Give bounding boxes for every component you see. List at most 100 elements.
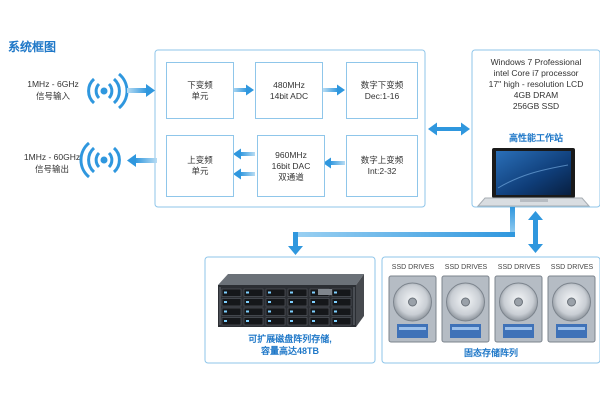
disk-bay-led [334,301,337,303]
arrow-duc-to-dac [323,157,345,169]
disk-bay [331,307,352,316]
disk-bay-led [224,301,227,303]
arrow-upconv-to-output [127,154,157,167]
arrow-input-to-downconv [127,84,155,97]
disk-bay [287,288,308,297]
storage-label-line1: 可扩展磁盘阵列存储, [248,334,332,344]
dac-block: 960MHz 16bit DAC 双通道 [257,135,325,197]
wireless-output-icon [79,141,121,179]
downconverter-block: 下变频 单元 [166,62,234,119]
ssd-drive-label-1: SSD DRIVES [391,264,435,271]
duc-line1: 数字上变频 [360,155,404,165]
disk-bay [221,307,242,316]
ws-spec-cpu: intel Core i7 processor [493,68,579,78]
dac-line3: 双通道 [278,171,304,182]
ssd-drive-icon [494,275,543,343]
disk-array-icon [218,274,364,327]
disk-bay [243,298,264,307]
ssd-drive-icon [547,275,596,343]
disk-bay [309,317,330,326]
disk-bay [265,307,286,316]
ssd-drives-group [388,275,596,343]
disk-bay [331,298,352,307]
arrow-downconv-to-adc [232,84,254,96]
ws-spec-lcd: 17" high - resolution LCD [488,79,584,89]
duc-block: 数字上变频 Int:2-32 [346,135,418,197]
disk-bay-led [268,310,271,313]
arrow-panel-workstation [428,122,470,136]
arrow-adc-to-ddc [323,84,345,96]
disk-bay-led [312,310,315,313]
ssd-drive-label-2: SSD DRIVES [444,264,488,271]
downconv-line1: 下变频 [187,79,213,90]
ws-spec-ssd: 256GB SSD [512,101,560,111]
dac-line2: 16bit DAC [271,160,311,171]
input-desc: 信号输入 [35,91,70,101]
dac-line1: 960MHz [275,149,307,160]
ws-spec-os: Windows 7 Professional [490,57,582,67]
ssd-drive-label-4: SSD DRIVES [550,264,594,271]
disk-bay-led [290,301,293,303]
upconv-line2: 单元 [191,166,209,176]
disk-bay-led [290,291,293,294]
disk-bay [265,298,286,307]
input-label: 1MHz - 6GHz 信号输入 [18,78,88,102]
disk-bay-led [268,301,271,303]
disk-bay-led [334,310,337,313]
page-title: 系统框图 [8,40,57,54]
disk-bay-led [312,291,315,294]
disk-bay-led [268,320,271,322]
workstation-specs: Windows 7 Professional intel Core i7 pro… [474,57,598,112]
ssd-drive-icon [388,275,437,343]
disk-bay [243,317,264,326]
disk-bay-led [224,310,227,313]
disk-bay-led [268,291,271,294]
storage-label-line2: 容量高达48TB [260,346,319,356]
output-desc: 信号输出 [34,164,69,174]
ssd-drive-label-3: SSD DRIVES [497,264,541,271]
laptop-icon [476,148,591,207]
disk-bay-led [246,301,249,303]
ssd-drive-icon [441,275,490,343]
downconv-line2: 单元 [191,90,209,101]
disk-bay-led [290,320,293,322]
disk-bay [265,317,286,326]
storage-label: 可扩展磁盘阵列存储, 容量高达48TB [206,333,374,357]
disk-bay [309,298,330,307]
input-freq: 1MHz - 6GHz [27,79,79,89]
disk-bay [243,288,264,297]
disk-bay-led [312,320,315,322]
disk-bay [221,298,242,307]
disk-bay [243,307,264,316]
ssd-panel [381,256,600,364]
adc-block: 480MHz 14bit ADC [255,62,323,119]
wireless-input-icon [87,72,129,110]
upconv-line1: 上变频 [187,155,213,165]
disk-bay-led [224,320,227,322]
disk-bay [265,288,286,297]
disk-bay [221,288,242,297]
arrow-dac-to-upconv [233,148,255,180]
ws-spec-dram: 4GB DRAM [513,90,559,100]
disk-bay [287,298,308,307]
disk-bay-led [246,320,249,322]
disk-bay-led [246,291,249,294]
workstation-label: 高性能工作站 [508,133,563,143]
disk-bay-led [224,291,227,294]
disk-bay [331,317,352,326]
output-label: 1MHz - 60GHz 信号输出 [14,151,90,175]
disk-bay-led [334,320,337,322]
disk-bay-led [246,310,249,313]
ddc-block: 数字下变频 Dec:1-16 [346,62,418,119]
adc-line1: 480MHz [273,79,305,90]
disk-bay-led [334,291,337,294]
output-freq: 1MHz - 60GHz [23,152,81,162]
adc-line2: 14bit ADC [269,90,309,101]
duc-line2: Int:2-32 [367,166,397,176]
ddc-line1: 数字下变频 [360,79,404,90]
disk-bay [287,307,308,316]
ddc-line2: Dec:1-16 [364,90,400,101]
connector-workstation-storage [288,207,515,255]
disk-bay [221,317,242,326]
disk-bay-led [290,310,293,313]
